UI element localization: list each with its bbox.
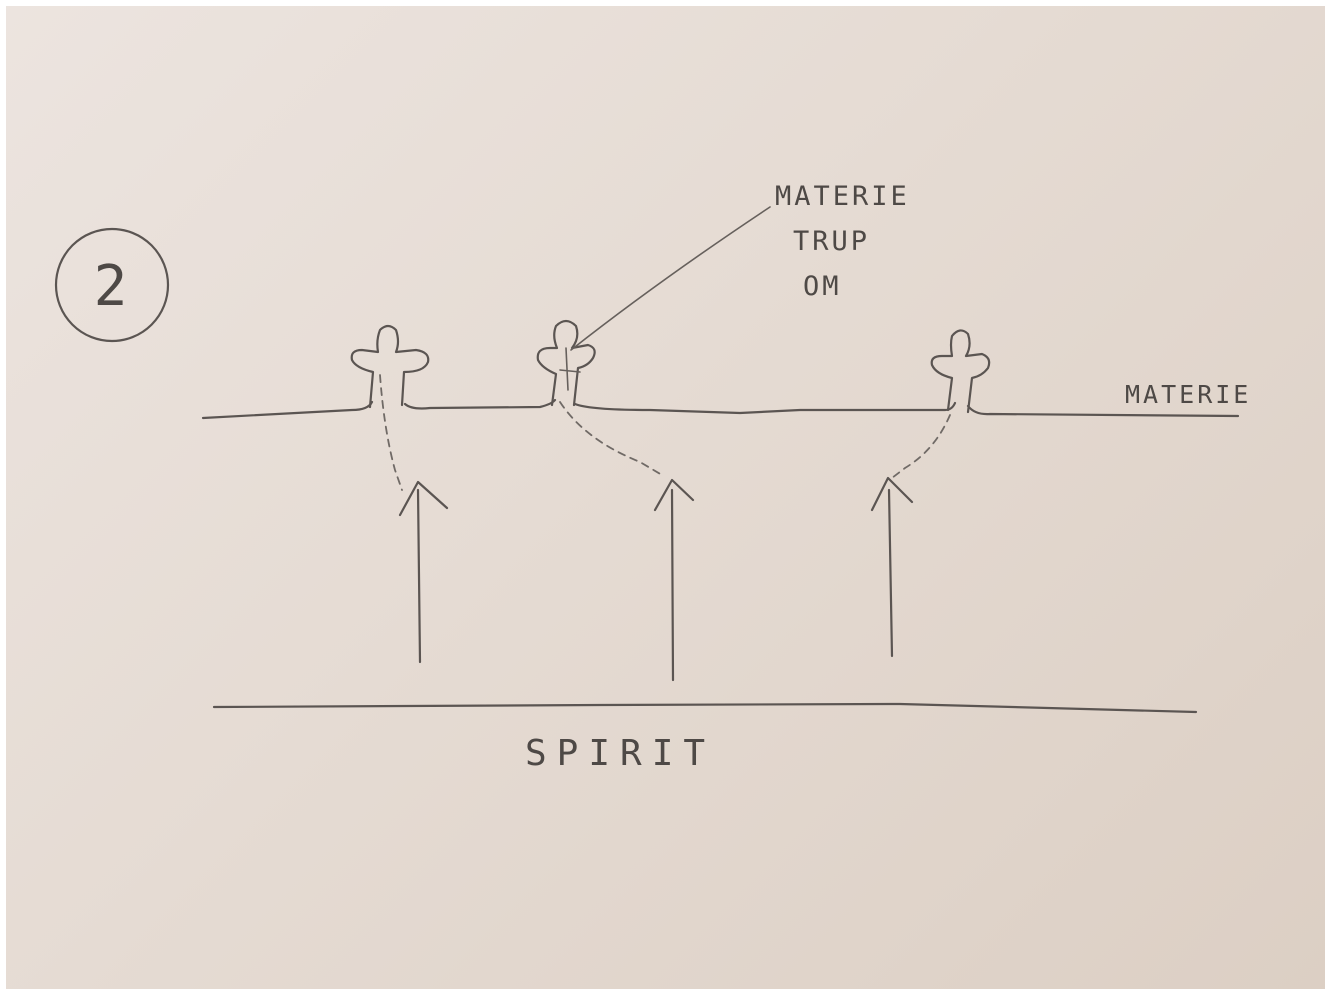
number-label: 2	[94, 254, 131, 319]
callout-leader-line	[571, 207, 770, 350]
callout-line-1: MATERIE	[775, 181, 910, 212]
callout-line-2: TRUP	[793, 226, 870, 257]
dashed-connector-3	[892, 415, 950, 478]
matter-line-label: MATERIE	[1125, 380, 1251, 409]
number-badge: 2	[56, 229, 168, 341]
spirit-line	[214, 704, 1196, 712]
arrow-2	[655, 480, 693, 680]
dashed-connector-2	[560, 402, 662, 475]
matter-line	[203, 400, 1238, 418]
callout-line-3: OM	[803, 271, 842, 302]
human-figure-1	[352, 326, 429, 407]
arrow-3	[872, 478, 912, 656]
spirit-line-label: SPIRIT	[525, 733, 715, 774]
human-figure-3	[932, 330, 989, 412]
arrow-1	[400, 482, 447, 662]
dashed-connector-1	[380, 375, 402, 490]
